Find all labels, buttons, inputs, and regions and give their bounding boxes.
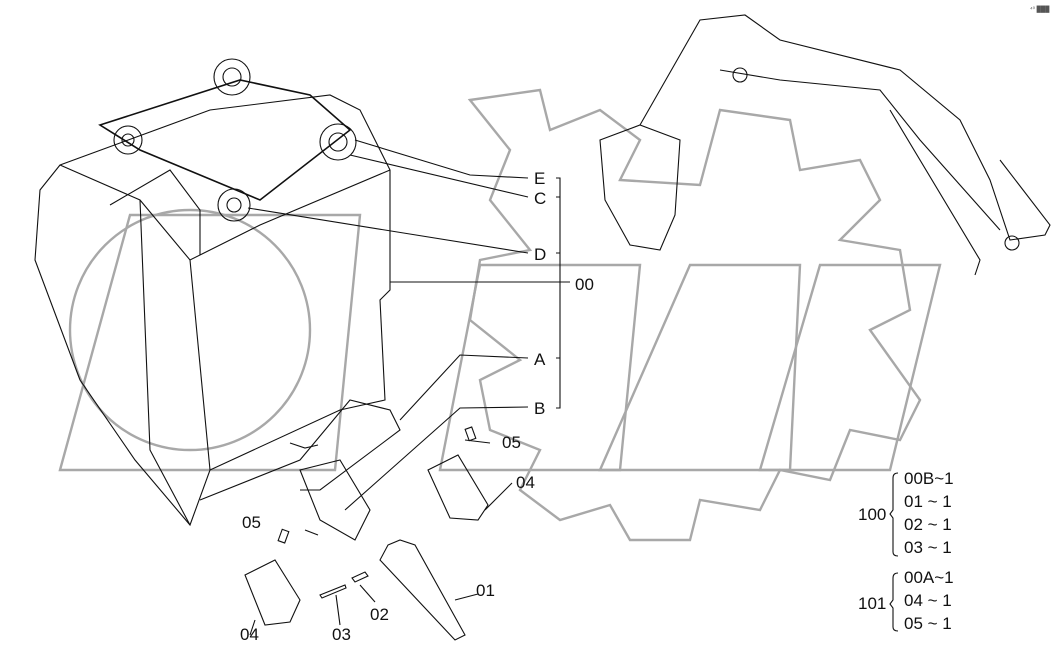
lock-05-left [277,528,290,544]
assembly-item: 00B~1 [904,469,954,488]
part-label-01: 01 [476,581,495,600]
assembly-id: 101 [858,594,886,613]
assembly-101: 101 00A~1 04 ~ 1 05 ~ 1 [858,568,954,633]
part-label-05-right: 05 [502,433,521,452]
excavator-arm-drawing [599,14,1051,276]
pin-02 [351,571,369,583]
callout-A: A [534,350,546,369]
callout-B: B [534,399,545,418]
corner-mark: ⁴⁰ ███ [1030,5,1050,13]
part-label-03: 03 [332,625,351,644]
part-label-04-right: 04 [516,473,535,492]
watermark [58,88,942,542]
assembly-item: 05 ~ 1 [904,614,952,633]
assembly-id: 100 [858,505,886,524]
pin-03 [319,584,347,599]
part-label-05-left: 05 [242,513,261,532]
callout-C: C [534,189,546,208]
watermark-gear [467,88,922,542]
callout-E: E [534,169,545,188]
part-label-02: 02 [370,605,389,624]
part-label-04-left: 04 [240,625,259,644]
lock-05-right [464,426,477,442]
tooth-01 [379,539,466,641]
assembly-100: 100 00B~1 01 ~ 1 02 ~ 1 03 ~ 1 [858,469,954,557]
bucket-drawing [34,58,401,541]
assembly-item: 01 ~ 1 [904,492,952,511]
assembly-item: 03 ~ 1 [904,538,952,557]
callout-D: D [534,245,546,264]
adapter-04-left [244,559,301,626]
leader-lines [247,139,570,636]
assembly-item: 04 ~ 1 [904,591,952,610]
teeth-parts [244,426,489,641]
adapter-04-right [427,454,489,521]
assembly-item: 02 ~ 1 [904,515,952,534]
callout-group-00: 00 [575,275,594,294]
assembly-item: 00A~1 [904,568,954,587]
